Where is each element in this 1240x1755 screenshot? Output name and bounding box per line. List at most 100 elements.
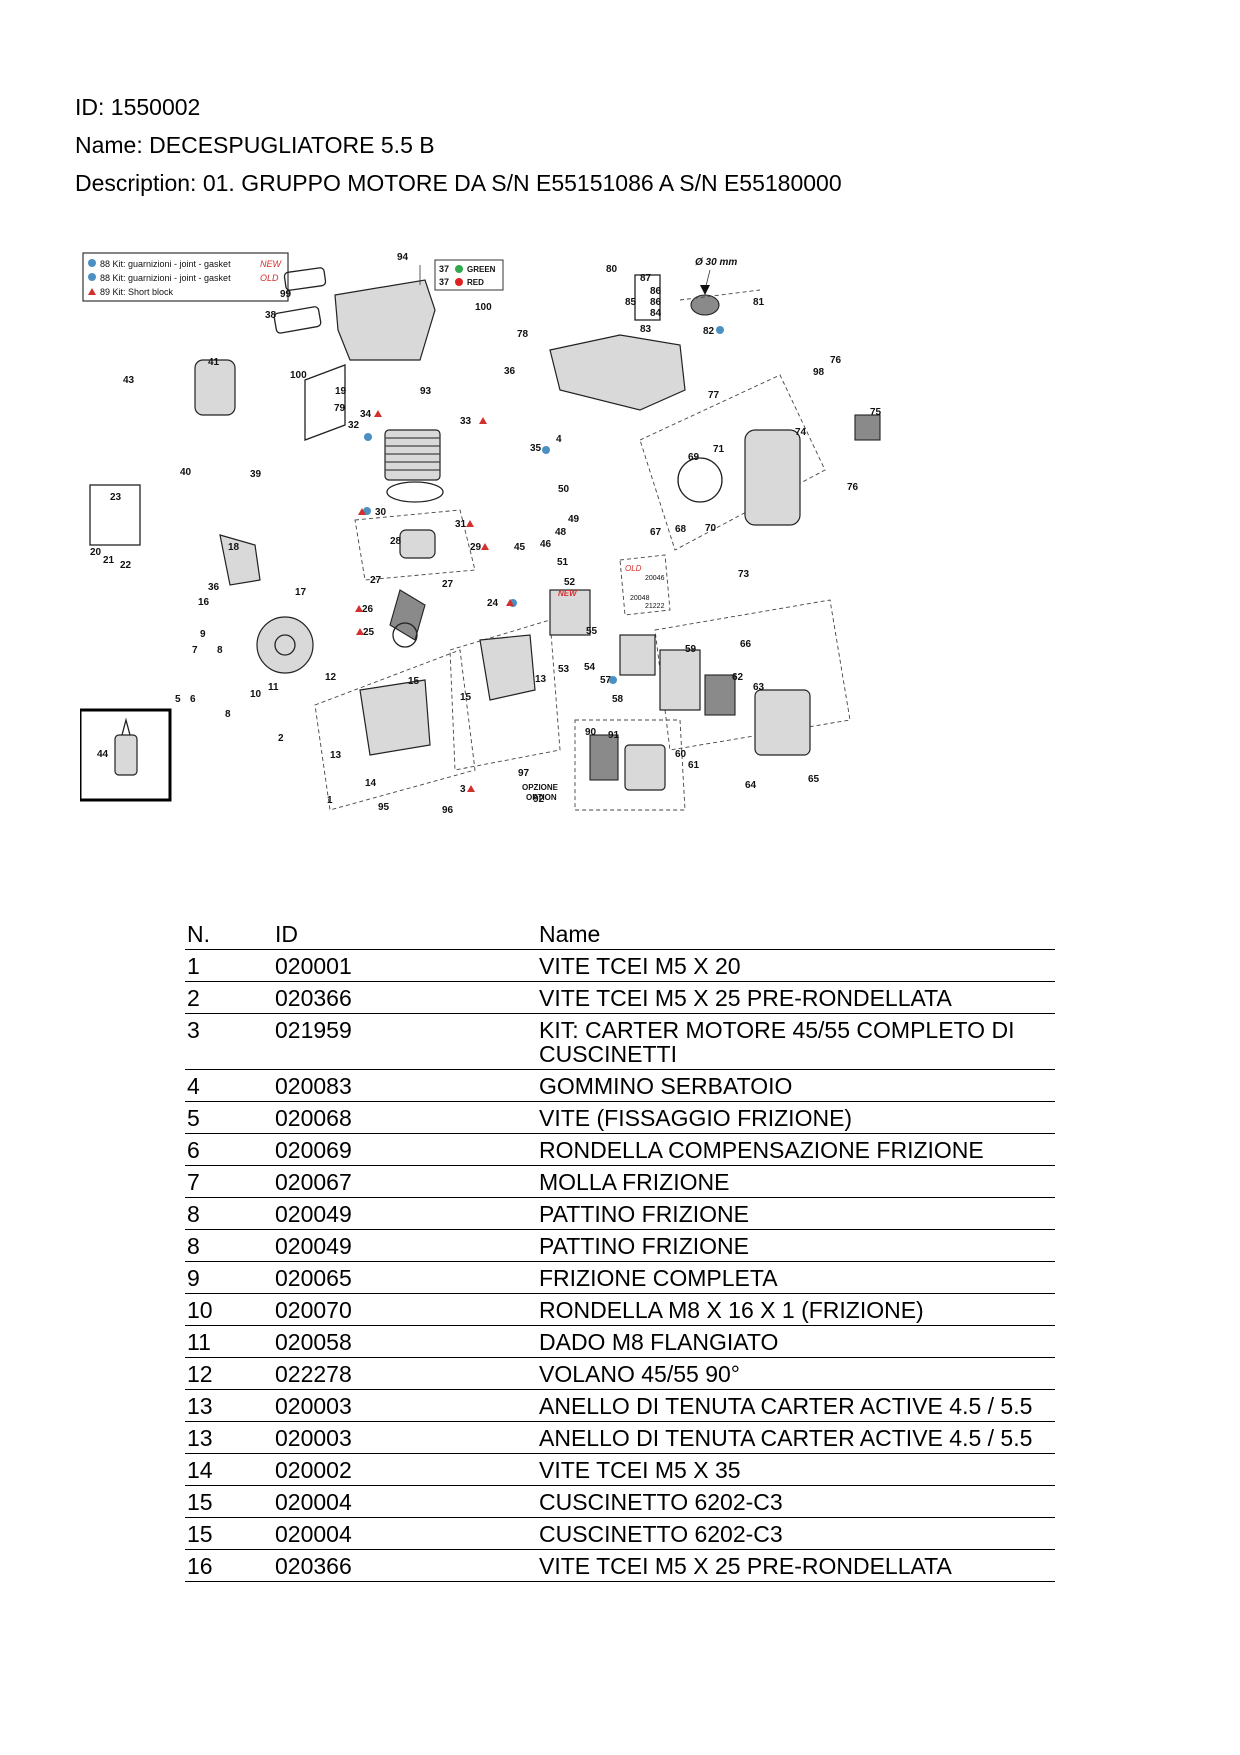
cell-number: 14 [185,1453,273,1486]
svg-text:55: 55 [586,626,598,637]
svg-text:41: 41 [208,357,220,368]
svg-text:13: 13 [535,674,547,685]
svg-text:15: 15 [460,692,472,703]
svg-text:22: 22 [120,560,132,571]
cell-id: 020366 [273,1549,537,1582]
red-dot-icon [455,278,463,286]
fuel-tank-shape [549,334,686,411]
svg-text:80: 80 [606,264,618,275]
diagram-legend: 88 Kit: guarnizioni - joint - gasket NEW… [82,252,289,302]
svg-text:86: 86 [650,297,662,308]
svg-text:45: 45 [514,542,526,553]
part-callouts: 94 99 38 100 100 78 36 43 41 19 79 93 34… [90,252,882,816]
svg-text:86: 86 [650,286,662,297]
cell-id: 020070 [273,1293,537,1326]
svg-text:19: 19 [335,386,347,397]
svg-text:76: 76 [830,355,842,366]
cell-name: GOMMINO SERBATOIO [537,1069,1055,1102]
svg-text:13: 13 [330,750,342,761]
svg-text:12: 12 [325,672,337,683]
cell-id: 022278 [273,1357,537,1390]
svg-text:27: 27 [370,575,382,586]
svg-text:29: 29 [470,542,482,553]
svg-text:38: 38 [265,310,277,321]
svg-text:84: 84 [650,308,662,319]
cell-id: 020068 [273,1101,537,1134]
cell-number: 12 [185,1357,273,1390]
cell-id: 020004 [273,1517,537,1550]
cell-id: 020065 [273,1261,537,1294]
svg-text:32: 32 [348,420,360,431]
svg-text:30: 30 [375,507,387,518]
svg-text:54: 54 [584,662,596,673]
cell-number: 16 [185,1549,273,1582]
cell-id: 020083 [273,1069,537,1102]
svg-text:35: 35 [530,443,542,454]
svg-text:37: 37 [439,264,449,274]
option-note-1: OPZIONE [522,783,559,792]
cell-name: ANELLO DI TENUTA CARTER ACTIVE 4.5 / 5.5 [537,1421,1055,1454]
cell-name: ANELLO DI TENUTA CARTER ACTIVE 4.5 / 5.5 [537,1389,1055,1422]
legend-item-3: 89 Kit: Short block [100,287,174,297]
svg-text:7: 7 [192,645,198,656]
svg-text:11: 11 [268,682,279,693]
cell-number: 8 [185,1229,273,1262]
svg-text:6: 6 [190,694,196,705]
svg-text:51: 51 [557,557,569,568]
legend-item-1: 88 Kit: guarnizioni - joint - gasket [100,259,231,269]
svg-text:18: 18 [228,542,240,553]
cell-name: RONDELLA M8 X 16 X 1 (FRIZIONE) [537,1293,1055,1326]
column-header-name: Name [537,918,1055,950]
cell-id: 020004 [273,1485,537,1518]
svg-text:43: 43 [123,375,135,386]
red-triangle-icon [88,288,96,295]
cell-number: 3 [185,1013,273,1070]
exploded-parts-diagram: 88 Kit: guarnizioni - joint - gasket NEW… [80,250,970,910]
svg-text:61: 61 [688,760,700,771]
svg-text:95: 95 [378,802,390,813]
cell-id: 020366 [273,981,537,1014]
cell-id: 020002 [273,1453,537,1486]
svg-text:21: 21 [103,555,115,566]
svg-text:23: 23 [110,492,122,503]
air-filter-shape [659,649,701,711]
svg-text:20: 20 [90,547,102,558]
cell-name: VITE TCEI M5 X 20 [537,949,1055,982]
diameter-note: Ø 30 mm [695,257,737,268]
svg-text:3: 3 [460,784,466,795]
svg-text:27: 27 [442,579,454,590]
svg-text:62: 62 [732,672,744,683]
svg-text:1: 1 [327,795,333,806]
svg-text:25: 25 [363,627,375,638]
cell-name: VITE (FISSAGGIO FRIZIONE) [537,1101,1055,1134]
svg-text:74: 74 [795,427,807,438]
cell-name: PATTINO FRIZIONE [537,1229,1055,1262]
svg-text:44: 44 [97,749,109,760]
svg-text:10: 10 [250,689,262,700]
svg-text:53: 53 [558,664,570,675]
cell-number: 5 [185,1101,273,1134]
cell-name: PATTINO FRIZIONE [537,1197,1055,1230]
svg-text:92: 92 [533,794,545,805]
svg-text:RED: RED [467,278,484,287]
svg-text:16: 16 [198,597,210,608]
svg-text:93: 93 [420,386,432,397]
svg-text:15: 15 [408,676,420,687]
piston-shape [399,529,436,559]
old-tag: OLD [625,564,642,573]
cell-number: 13 [185,1421,273,1454]
part-name: Name: DECESPUGLIATORE 5.5 B [75,132,435,158]
svg-text:57: 57 [600,675,612,686]
oil-bottle-shape [114,734,138,776]
svg-text:59: 59 [685,644,697,655]
part-description: Description: 01. GRUPPO MOTORE DA S/N E5… [75,170,842,196]
cell-number: 15 [185,1485,273,1518]
svg-text:20048: 20048 [630,595,650,602]
